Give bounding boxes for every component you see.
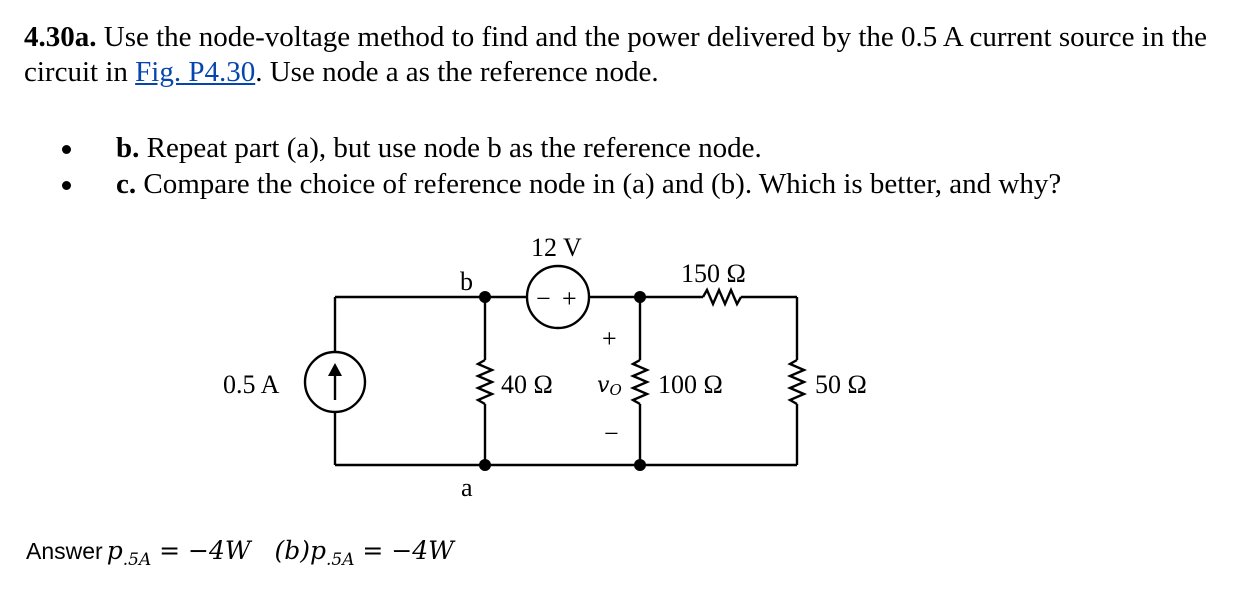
parts-list: b. Repeat part (a), but use node b as th…: [62, 130, 1061, 202]
vo-v: v: [597, 373, 610, 398]
voltage-source-label: 12 V: [531, 233, 582, 262]
part-b-label: b.: [116, 132, 140, 164]
vo-plus-sign: +: [602, 324, 617, 353]
answer-p-b: p: [309, 536, 326, 565]
list-item-part-c: c. Compare the choice of reference node …: [62, 166, 1061, 202]
problem-number: 4.30a.: [24, 21, 97, 53]
resistor-40-icon: [474, 358, 496, 406]
answer-part-b: (b): [274, 536, 310, 565]
bullet-icon: [62, 181, 71, 190]
node-a-dot: [479, 459, 491, 471]
vs-plus-sign: +: [562, 284, 577, 313]
vs-minus-sign: −: [536, 284, 551, 313]
answer-label: Answer: [26, 538, 103, 564]
voltage-source-icon: [525, 264, 591, 330]
current-source-icon: [303, 350, 367, 414]
answer-p-a: p: [106, 536, 123, 565]
arrow-head-icon: [328, 363, 342, 376]
node-a-label: a: [461, 473, 473, 502]
bullet-icon: [62, 145, 71, 154]
node-b-label: b: [460, 267, 473, 296]
part-c-label: c.: [116, 168, 137, 200]
resistor-100-icon: [629, 358, 651, 406]
problem-text-2: . Use node a as the reference node.: [255, 56, 659, 88]
figure-link[interactable]: Fig. P4.30: [135, 56, 256, 88]
part-b-text: Repeat part (a), but use node b as the r…: [139, 132, 762, 164]
node-b-dot: [479, 291, 491, 303]
node-top-right-dot: [634, 291, 646, 303]
resistor-150-icon: [701, 286, 743, 308]
answer-eq-a: = −4W: [151, 536, 275, 565]
answer-sub-b: .5A: [325, 550, 355, 570]
answer-equation: p.5A = −4W (b)p.5A = −4W: [106, 536, 454, 570]
vo-minus-sign: −: [604, 419, 619, 448]
node-bottom-right-dot: [634, 459, 646, 471]
problem-text-1: Use the node-voltage method to find and …: [24, 21, 1208, 88]
problem-statement: 4.30a. Use the node-voltage method to fi…: [24, 20, 1234, 90]
vo-subscript: O: [609, 381, 621, 399]
r100-label: 100 Ω: [658, 370, 723, 399]
answer-sub-a: .5A: [122, 550, 152, 570]
answer-line: Answer p.5A = −4W (b)p.5A = −4W: [26, 536, 454, 570]
r40-label: 40 Ω: [501, 370, 553, 399]
list-item-part-b: b. Repeat part (a), but use node b as th…: [62, 130, 1061, 166]
answer-eq-b: = −4W: [354, 536, 454, 565]
r150-label: 150 Ω: [681, 259, 746, 288]
current-source-label: 0.5 A: [223, 370, 280, 399]
vo-label: vO: [597, 373, 622, 399]
r50-label: 50 Ω: [815, 370, 867, 399]
resistor-50-icon: [786, 358, 808, 406]
part-c-text: Compare the choice of reference node in …: [136, 168, 1062, 200]
